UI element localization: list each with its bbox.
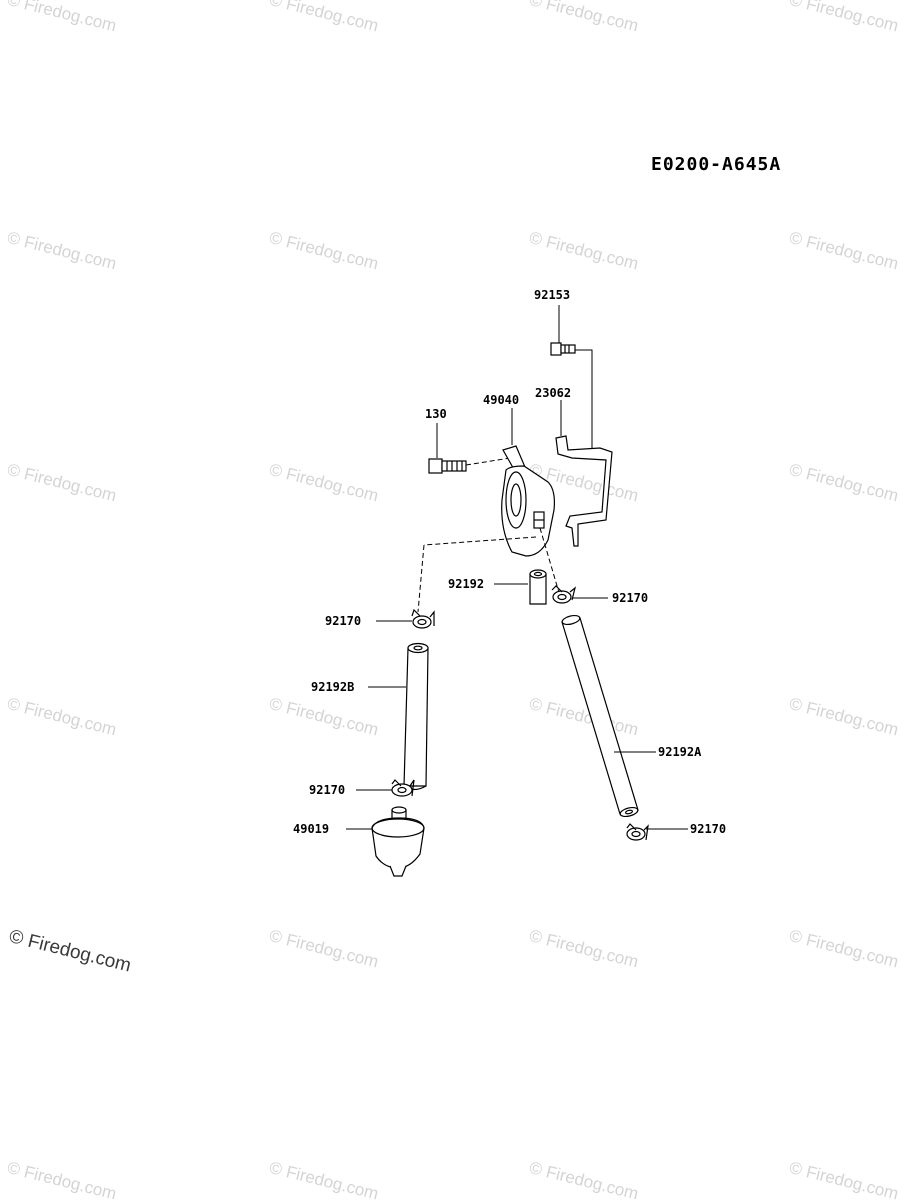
fuel-filter-49019 — [346, 806, 425, 877]
hose-92192A — [561, 614, 656, 818]
clamp-92170-upper-right — [551, 585, 608, 604]
part-label-92170: 92170 — [325, 614, 362, 628]
bolt-130 — [428, 423, 511, 474]
part-label-92170: 92170 — [309, 783, 346, 797]
part-label-49019: 49019 — [293, 822, 330, 836]
bolt-92153 — [550, 305, 593, 452]
hose-92192B — [368, 642, 429, 791]
bracket-23062 — [555, 400, 613, 547]
diagram-code: E0200-A645A — [651, 154, 782, 175]
fuel-pump-49040 — [501, 408, 561, 597]
part-label-92170: 92170 — [690, 822, 727, 836]
part-label-92153: 92153 — [534, 288, 571, 302]
part-label-49040: 49040 — [483, 393, 520, 407]
part-label-92170: 92170 — [612, 591, 649, 605]
clamp-92170-lower-right — [626, 823, 688, 841]
clamp-92170-upper-left — [376, 608, 435, 629]
part-label-92192A: 92192A — [658, 745, 702, 759]
part-label-130: 130 — [425, 407, 447, 421]
part-label-92192B: 92192B — [311, 680, 355, 694]
hose-92192 — [494, 569, 547, 605]
clamp-92170-lower-left — [356, 779, 415, 797]
part-label-92192: 92192 — [448, 577, 485, 591]
part-label-23062: 23062 — [535, 386, 572, 400]
